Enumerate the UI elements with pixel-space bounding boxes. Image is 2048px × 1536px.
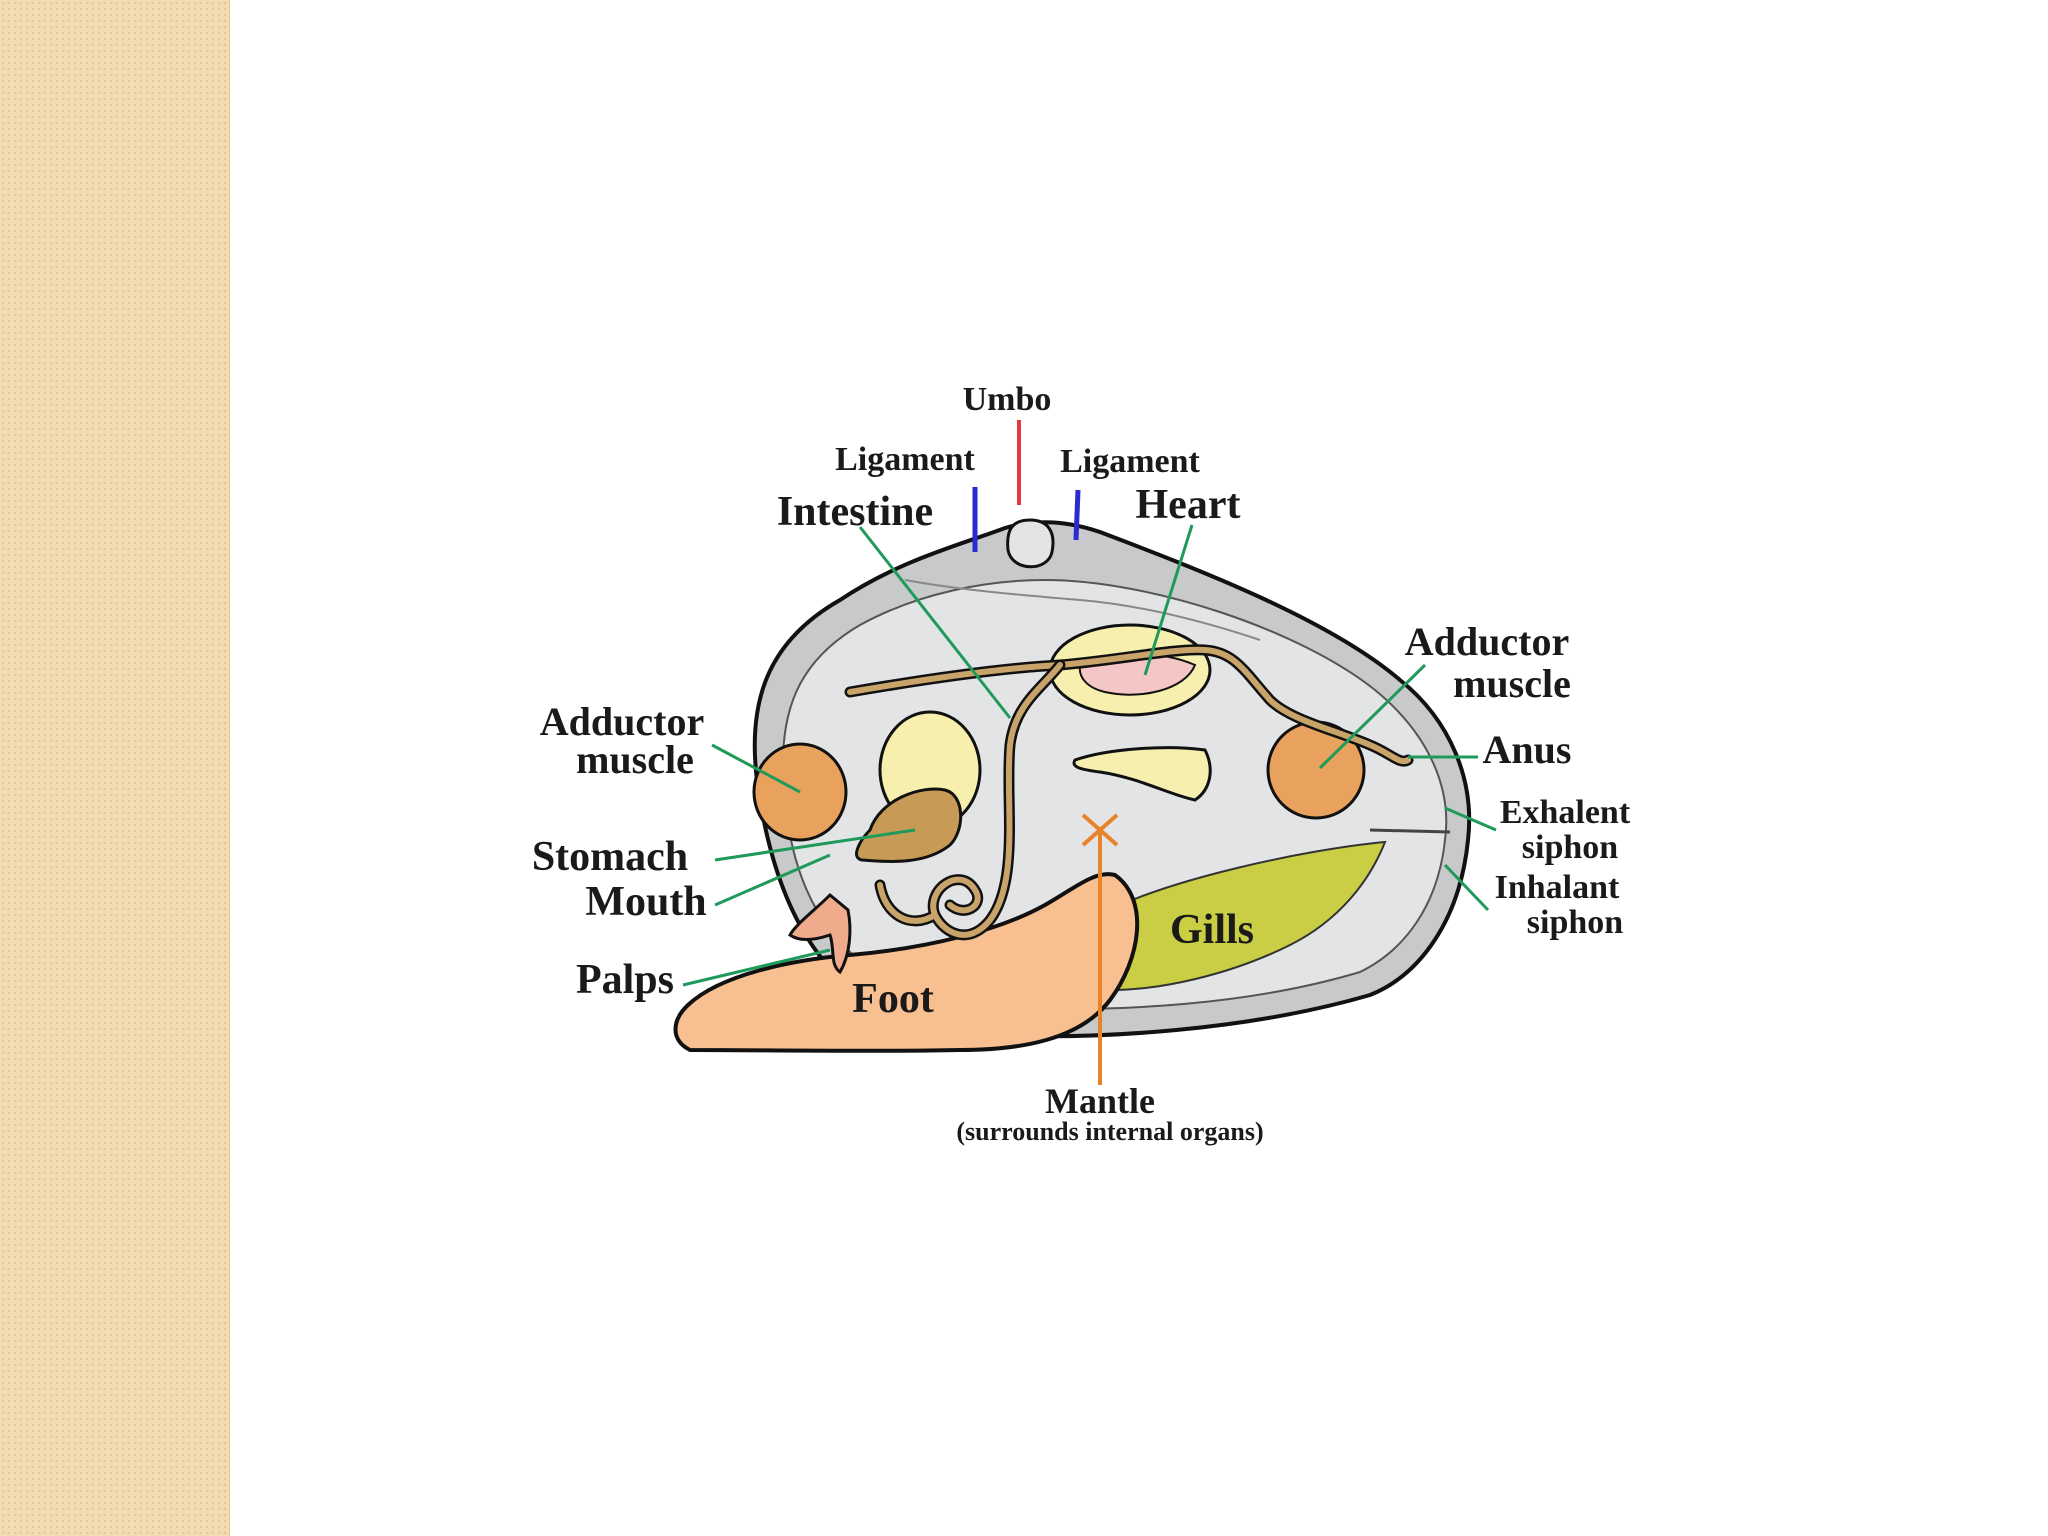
- label-umbo: Umbo: [963, 381, 1052, 418]
- intestine: [844, 644, 1414, 941]
- label-ligament-right: Ligament: [1060, 443, 1200, 480]
- ligament-right-pointer-line: [1073, 489, 1081, 541]
- siphon-line: [1369, 828, 1451, 834]
- umbo-knob: [1006, 518, 1055, 569]
- label-exhalent: Exhalent: [1500, 794, 1631, 831]
- label-foot: Foot: [852, 976, 934, 1022]
- label-mouth: Mouth: [585, 879, 706, 925]
- decorative-side-strip: [0, 0, 230, 1536]
- label-inhalant: Inhalant: [1495, 869, 1620, 906]
- label-mantle-note: (surrounds internal organs): [956, 1117, 1263, 1146]
- label-adductor-right: Adductor: [1405, 619, 1569, 664]
- hinge-seam: [904, 579, 1261, 641]
- label-adductor-left-2: muscle: [576, 737, 694, 782]
- label-ligament-left: Ligament: [835, 441, 975, 478]
- label-heart: Heart: [1136, 482, 1241, 528]
- label-exhalent-2: siphon: [1522, 829, 1618, 866]
- foot: [673, 872, 1140, 1053]
- stomach: [855, 787, 963, 863]
- leader-lines: [682, 524, 1497, 987]
- label-stomach: Stomach: [532, 834, 688, 880]
- label-palps: Palps: [576, 957, 674, 1003]
- label-mantle: Mantle: [1045, 1081, 1155, 1121]
- label-anus: Anus: [1483, 727, 1572, 772]
- label-inhalant-2: siphon: [1527, 904, 1623, 941]
- mantle-pointer: [1081, 813, 1119, 1085]
- label-adductor-left: Adductor: [540, 699, 704, 744]
- label-adductor-right-2: muscle: [1453, 661, 1571, 706]
- label-gills: Gills: [1170, 907, 1254, 953]
- kidney: [1072, 746, 1212, 802]
- label-intestine: Intestine: [777, 489, 933, 535]
- palps: [788, 892, 852, 975]
